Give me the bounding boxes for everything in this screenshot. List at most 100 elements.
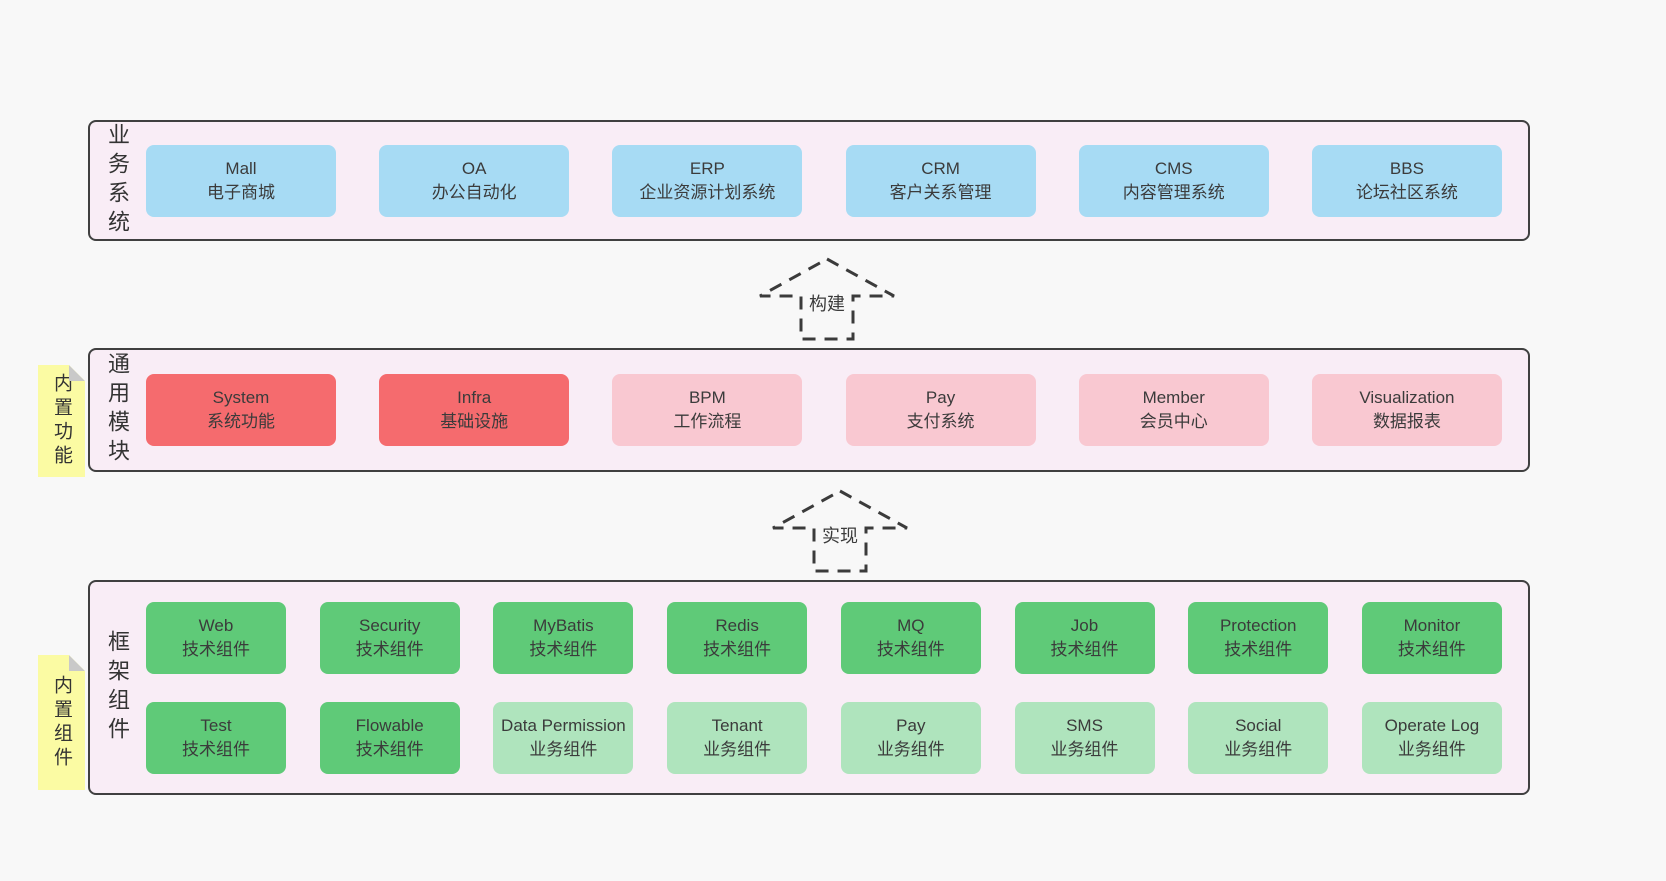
node-test: Test 技术组件 bbox=[146, 701, 286, 774]
node-bbs: BBS 论坛社区系统 bbox=[1311, 144, 1502, 217]
node-subtitle: 客户关系管理 bbox=[889, 182, 992, 202]
node-title: Visualization bbox=[1359, 388, 1455, 407]
node-subtitle: 技术组件 bbox=[703, 639, 772, 659]
arrow-build: 构建 bbox=[757, 256, 897, 342]
node-title: Pay bbox=[896, 715, 926, 735]
node-subtitle: 内容管理系统 bbox=[1122, 182, 1225, 202]
node-title: BBS bbox=[1389, 158, 1424, 178]
layer-label-business-systems: 业务系统 bbox=[105, 122, 130, 239]
arrow-build-label: 构建 bbox=[805, 289, 849, 317]
node-title: Flowable bbox=[355, 715, 424, 735]
node-subtitle: 技术组件 bbox=[182, 739, 250, 759]
node-subtitle: 支付系统 bbox=[906, 412, 975, 431]
node-title: SMS bbox=[1066, 715, 1103, 735]
node-title: BPM bbox=[688, 388, 726, 407]
node-job: Job 技术组件 bbox=[1014, 601, 1155, 674]
node-subtitle: 技术组件 bbox=[1050, 639, 1119, 659]
node-title: Test bbox=[200, 715, 232, 735]
node-operate-log: Operate Log 业务组件 bbox=[1361, 701, 1502, 774]
node-subtitle: 业务组件 bbox=[703, 739, 772, 759]
node-title: Monitor bbox=[1403, 615, 1461, 635]
node-web: Web 技术组件 bbox=[146, 601, 286, 674]
node-mybatis: MyBatis 技术组件 bbox=[493, 601, 634, 674]
node-erp: ERP 企业资源计划系统 bbox=[612, 144, 803, 217]
node-subtitle: 技术组件 bbox=[355, 639, 424, 659]
node-subtitle: 技术组件 bbox=[1397, 639, 1466, 659]
box-row: Mall 电子商城 OA 办公自动化 ERP 企业资源计划系统 CRM 客户关系管理 CMS 内容… bbox=[146, 144, 1502, 217]
node-oa: OA 办公自动化 bbox=[379, 144, 570, 217]
node-title: System bbox=[212, 388, 270, 407]
node-title: Security bbox=[358, 615, 421, 635]
node-subtitle: 办公自动化 bbox=[431, 182, 517, 202]
node-pay: Pay 支付系统 bbox=[845, 374, 1036, 446]
node-title: Job bbox=[1070, 615, 1099, 635]
node-title: Pay bbox=[925, 388, 956, 407]
node-title: Tenant bbox=[711, 715, 763, 735]
node-subtitle: 会员中心 bbox=[1139, 412, 1208, 431]
node-bpm: BPM 工作流程 bbox=[612, 374, 803, 446]
layer-common-modules: 通用模块 System 系统功能 Infra 基础设施 BPM 工作流程 Pay 支付系统 Me… bbox=[88, 348, 1530, 472]
node-title: CMS bbox=[1154, 158, 1193, 178]
node-subtitle: 论坛社区系统 bbox=[1355, 182, 1458, 202]
node-subtitle: 系统功能 bbox=[207, 412, 275, 431]
arrow-implement: 实现 bbox=[770, 488, 910, 574]
node-subtitle: 数据报表 bbox=[1372, 412, 1441, 431]
block-arrow-up-icon bbox=[772, 489, 908, 573]
node-flowable: Flowable 技术组件 bbox=[319, 701, 460, 774]
sticky-note-builtin-components: 内置组件 bbox=[38, 655, 85, 790]
node-subtitle: 技术组件 bbox=[182, 639, 250, 659]
node-title: Social bbox=[1235, 715, 1282, 735]
node-title: Operate Log bbox=[1384, 715, 1480, 735]
block-arrow-up-icon bbox=[759, 257, 895, 341]
node-title: Infra bbox=[457, 388, 492, 407]
node-subtitle: 工作流程 bbox=[673, 412, 742, 431]
node-subtitle: 电子商城 bbox=[207, 182, 275, 202]
arrow-implement-label: 实现 bbox=[818, 521, 862, 549]
node-subtitle: 业务组件 bbox=[1224, 739, 1293, 759]
node-subtitle: 基础设施 bbox=[440, 412, 509, 431]
layer-modules-rows: System 系统功能 Infra 基础设施 BPM 工作流程 Pay 支付系统 Member 会… bbox=[144, 350, 1528, 470]
node-title: MyBatis bbox=[533, 615, 594, 635]
node-title: MQ bbox=[897, 615, 925, 635]
sticky-note-builtin-functions: 内置功能 bbox=[38, 365, 85, 477]
node-monitor: Monitor 技术组件 bbox=[1361, 601, 1502, 674]
node-title: Member bbox=[1142, 388, 1205, 407]
node-redis: Redis 技术组件 bbox=[667, 601, 808, 674]
node-title: ERP bbox=[689, 158, 725, 178]
node-infra: Infra 基础设施 bbox=[379, 374, 570, 446]
node-visualization: Visualization 数据报表 bbox=[1311, 374, 1502, 446]
node-social: Social 业务组件 bbox=[1188, 701, 1329, 774]
node-system: System 系统功能 bbox=[146, 374, 336, 446]
node-subtitle: 企业资源计划系统 bbox=[639, 182, 776, 202]
node-title: Web bbox=[198, 615, 234, 635]
box-row: System 系统功能 Infra 基础设施 BPM 工作流程 Pay 支付系统 Member 会… bbox=[146, 374, 1502, 446]
node-security: Security 技术组件 bbox=[319, 601, 460, 674]
layer-business-systems: 业务系统 Mall 电子商城 OA 办公自动化 ERP 企业资源计划系统 CRM 客户关系管理… bbox=[88, 120, 1530, 241]
node-mall: Mall 电子商城 bbox=[146, 144, 336, 217]
layer-business-rows: Mall 电子商城 OA 办公自动化 ERP 企业资源计划系统 CRM 客户关系管理 CMS 内容… bbox=[144, 122, 1528, 239]
node-subtitle: 业务组件 bbox=[529, 739, 598, 759]
layer-label-framework-components: 框架组件 bbox=[105, 629, 130, 746]
node-member: Member 会员中心 bbox=[1078, 374, 1269, 446]
node-subtitle: 业务组件 bbox=[1397, 739, 1466, 759]
node-title: OA bbox=[461, 158, 487, 178]
node-subtitle: 技术组件 bbox=[1224, 639, 1293, 659]
node-title: CRM bbox=[921, 158, 960, 178]
node-tenant: Tenant 业务组件 bbox=[667, 701, 808, 774]
node-title: Redis bbox=[715, 615, 759, 635]
layer-label-common-modules: 通用模块 bbox=[105, 352, 130, 468]
node-title: Mall bbox=[225, 158, 257, 178]
node-protection: Protection 技术组件 bbox=[1188, 601, 1329, 674]
node-subtitle: 技术组件 bbox=[355, 739, 424, 759]
node-cms: CMS 内容管理系统 bbox=[1078, 144, 1269, 217]
node-subtitle: 技术组件 bbox=[529, 639, 598, 659]
node-title: Protection bbox=[1219, 615, 1297, 635]
node-subtitle: 技术组件 bbox=[876, 639, 945, 659]
